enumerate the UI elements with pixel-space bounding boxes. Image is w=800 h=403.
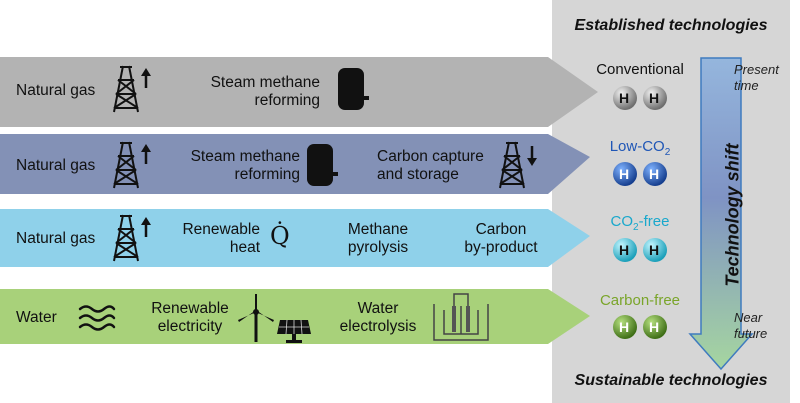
h-atom-label: H: [619, 319, 630, 335]
row-1-source: Natural gas: [16, 82, 96, 99]
h2-molecule-cyan-icon: [613, 238, 667, 262]
h-atom-label: H: [649, 242, 660, 258]
oil-derrick-down-icon: [499, 141, 537, 189]
h-atom-label: H: [619, 242, 630, 258]
h-atom-label: H: [649, 166, 660, 182]
h2-molecule-blue-icon: [613, 162, 667, 186]
row-3-source: Natural gas: [16, 230, 96, 247]
h-atom-label: H: [649, 319, 660, 335]
heat-flow-symbol: Q̇: [270, 222, 290, 250]
oil-derrick-icon: [113, 141, 151, 189]
water-waves-icon: [78, 305, 116, 331]
oil-derrick-icon: [113, 214, 151, 262]
wind-turbine-icon: [238, 294, 274, 342]
row-2-source: Natural gas: [16, 157, 96, 174]
technology-shift-arrow: [688, 57, 754, 371]
row-3-product: CO2-free: [610, 213, 670, 233]
row-1-product: Conventional: [596, 61, 684, 78]
row-4-source: Water: [16, 309, 57, 326]
row-2-product: Low-CO2: [609, 138, 671, 158]
reformer-tank-icon: [338, 68, 369, 110]
h-atom-label: H: [619, 90, 630, 106]
row-4-arrow: [0, 289, 590, 344]
h2-molecule-gray-icon: [613, 86, 667, 110]
h2-molecule-green-icon: [613, 315, 667, 339]
established-heading: Established technologies: [574, 17, 768, 34]
h-atom-label: H: [649, 90, 660, 106]
electrolyzer-icon: [433, 293, 489, 341]
oil-derrick-icon: [113, 65, 151, 113]
h-atom-label: H: [619, 166, 630, 182]
reformer-tank-icon: [307, 144, 338, 186]
row-4-product: Carbon-free: [599, 292, 681, 309]
solar-panel-icon: [277, 319, 311, 343]
sustainable-heading: Sustainable technologies: [574, 372, 768, 389]
